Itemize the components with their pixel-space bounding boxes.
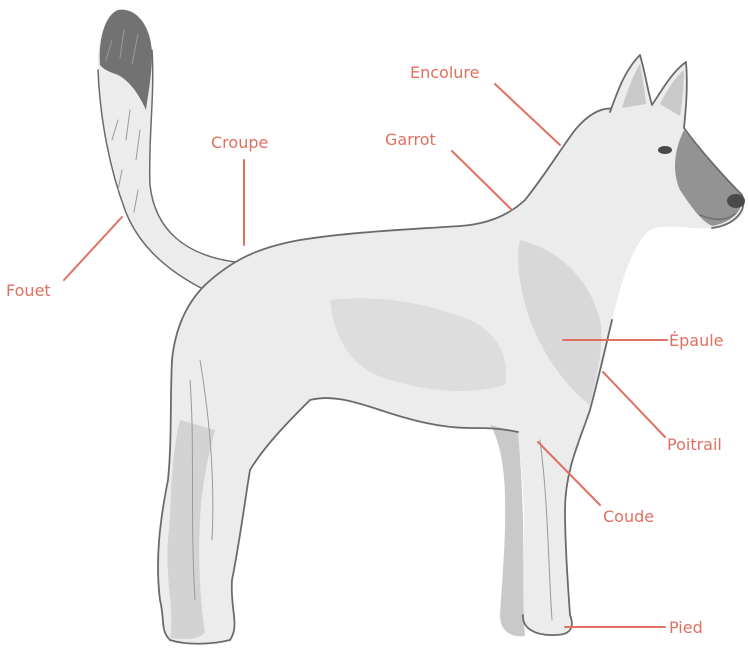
dog-illustration [98,10,745,644]
label-pied: Pied [669,618,703,637]
leader-fouet [64,217,122,280]
label-poitrail: Poitrail [667,435,722,454]
label-encolure: Encolure [410,63,480,82]
leader-garrot [452,151,512,210]
leader-poitrail [603,372,665,437]
label-epaule: Épaule [669,331,724,350]
nose [727,194,745,208]
label-coude: Coude [603,507,654,526]
eye [658,146,672,154]
label-fouet: Fouet [6,281,51,300]
label-garrot: Garrot [385,130,436,149]
label-croupe: Croupe [211,133,268,152]
leader-encolure [495,84,560,145]
far-front-leg [490,425,525,636]
